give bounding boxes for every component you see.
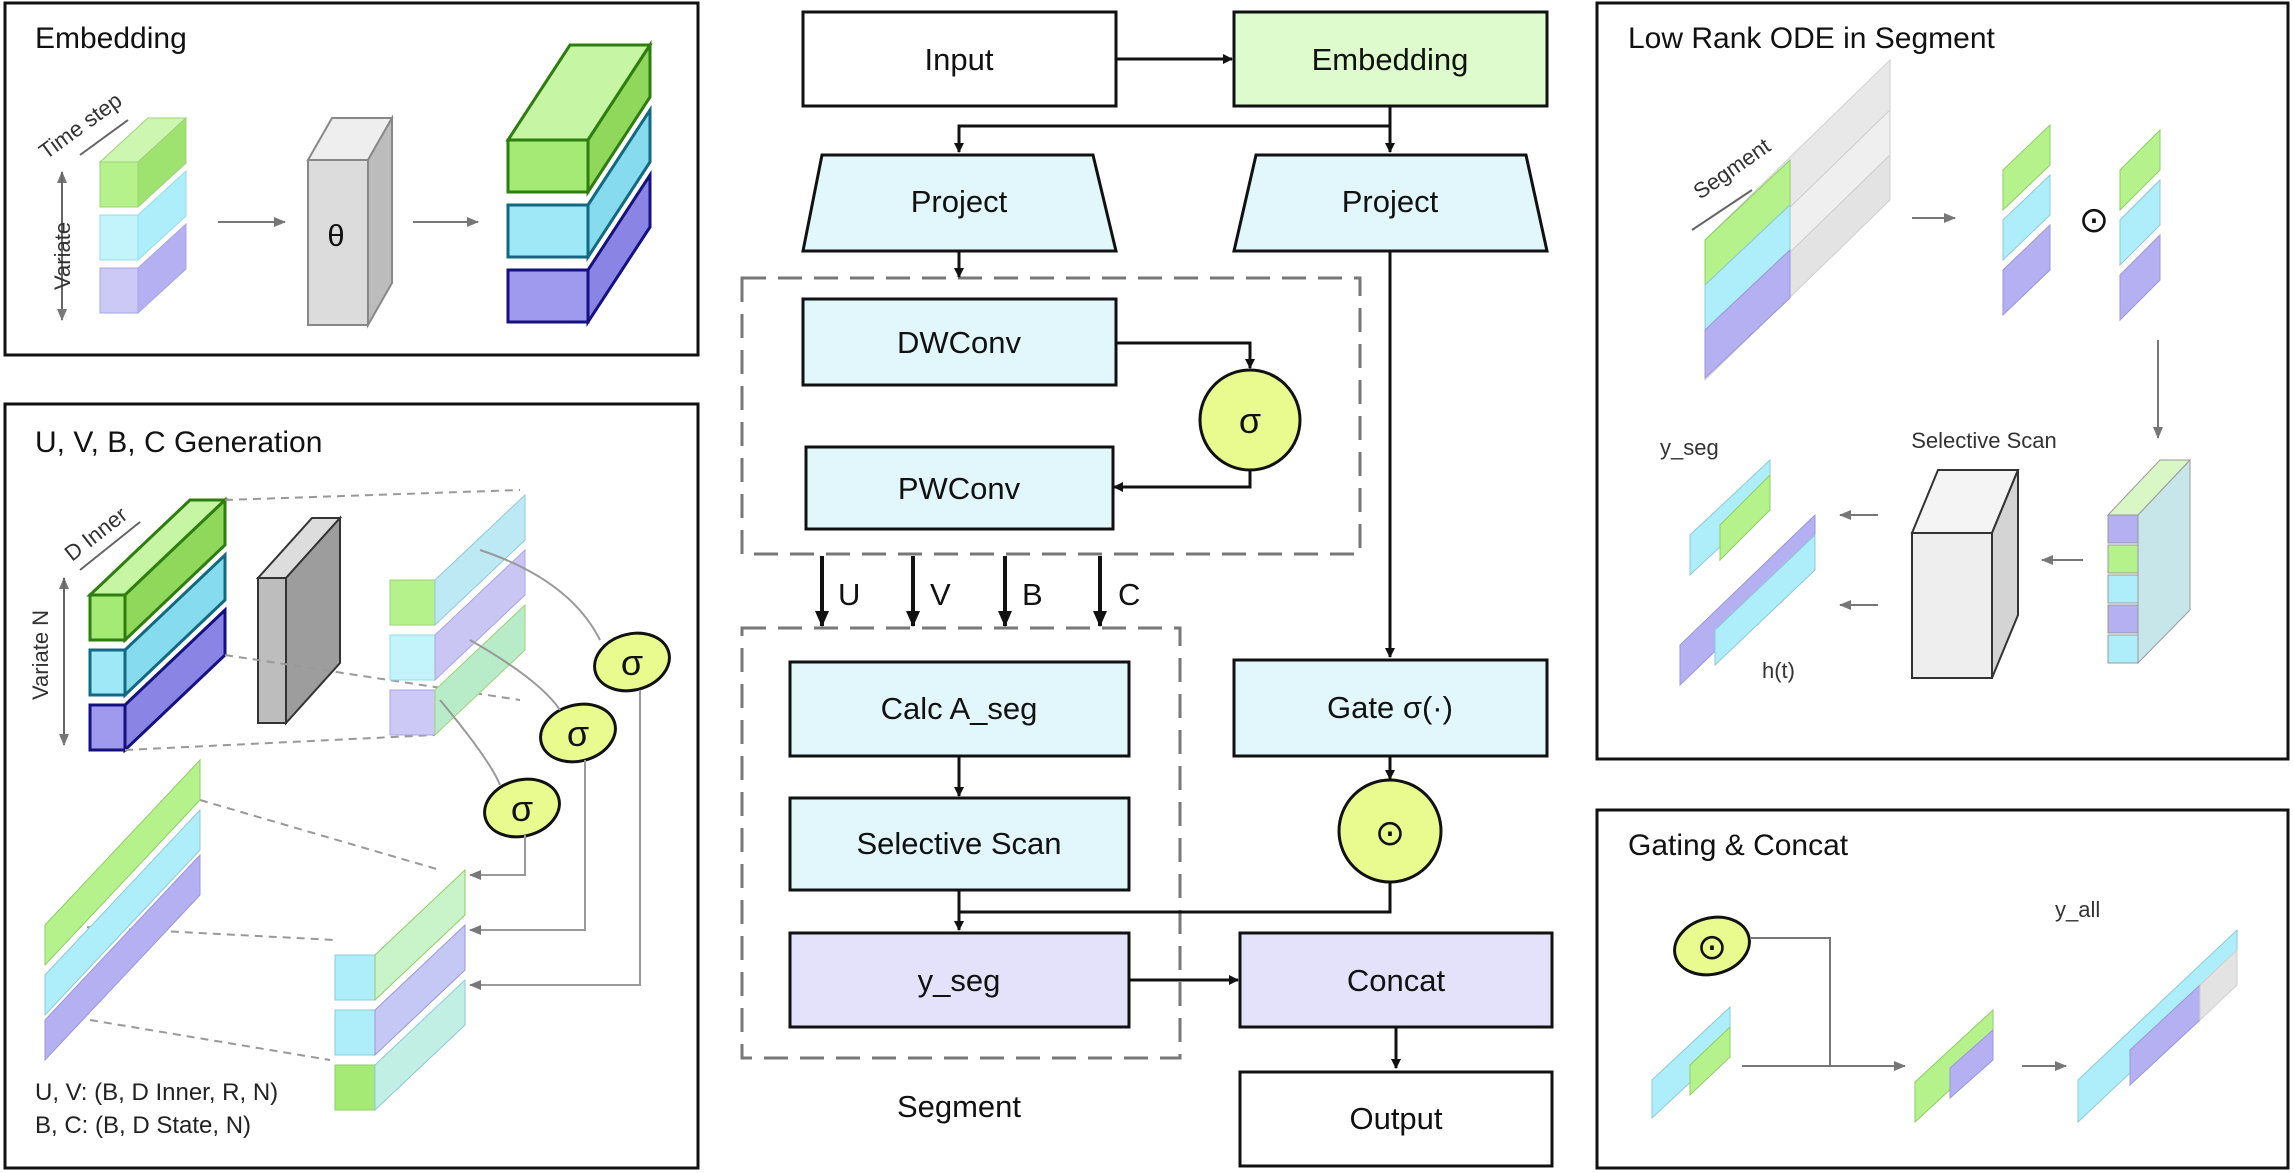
uv-shape-text: U, V: (B, D Inner, R, N) bbox=[35, 1079, 278, 1106]
input-node: Input bbox=[801, 10, 1118, 108]
pwconv-label: PWConv bbox=[898, 471, 1021, 506]
segment-cube-field bbox=[1704, 58, 1891, 382]
output-label: Output bbox=[1349, 1101, 1442, 1136]
y-seg-label: y_seg bbox=[918, 963, 1001, 998]
input-label: Input bbox=[925, 42, 994, 77]
calc-a-seg-label: Calc A_seg bbox=[881, 691, 1038, 726]
gate-label: Gate σ(·) bbox=[1327, 690, 1453, 725]
segment-conv-group bbox=[740, 276, 1362, 556]
v-label: V bbox=[930, 577, 951, 612]
sigma-symbol-2: σ bbox=[567, 713, 589, 754]
gating-odot-symbol: ⊙ bbox=[1697, 926, 1727, 967]
u-label: U bbox=[838, 577, 860, 612]
uv-cube-stack bbox=[389, 493, 526, 737]
gating-panel-title: Gating & Concat bbox=[1628, 829, 1849, 862]
y-all-caption: y_all bbox=[2055, 897, 2100, 922]
project-right-node: Project bbox=[1232, 153, 1549, 253]
bc-right-stack bbox=[334, 868, 466, 1112]
output-node: Output bbox=[1238, 1070, 1554, 1168]
concat-node: Concat bbox=[1238, 931, 1554, 1029]
gating-panel: Gating & Concat ⊙ y_all bbox=[1595, 808, 2290, 1170]
variate-label: Variate bbox=[50, 222, 75, 290]
embedding-panel: Embedding Variate Time step θ bbox=[3, 1, 700, 357]
segment-scan-group bbox=[740, 626, 1182, 1060]
variate-n-label: Variate N bbox=[28, 610, 53, 700]
bc-left-stack bbox=[44, 758, 201, 1062]
uvbc-panel: U, V, B, C Generation Variate N D Inner bbox=[3, 402, 700, 1170]
project-right-label: Project bbox=[1342, 184, 1439, 219]
concat-label: Concat bbox=[1347, 963, 1446, 998]
theta-symbol: θ bbox=[327, 218, 344, 253]
embedding-label: Embedding bbox=[1312, 42, 1469, 77]
selective-scan-node: Selective Scan bbox=[788, 796, 1131, 892]
state-matrix bbox=[2106, 458, 2192, 665]
theta-block: θ bbox=[306, 114, 394, 329]
h-t-caption: h(t) bbox=[1762, 658, 1795, 683]
h-t-output-row bbox=[1679, 513, 1816, 687]
sigma-ellipse-2: σ bbox=[539, 702, 617, 764]
sigma-node: σ bbox=[1198, 368, 1302, 472]
input-cube-stack bbox=[98, 116, 188, 315]
sigma-ellipse-1: σ bbox=[593, 631, 671, 693]
uvbc-panel-title: U, V, B, C Generation bbox=[35, 426, 322, 459]
gating-input-column bbox=[1651, 1005, 1731, 1120]
sigma-symbol-3: σ bbox=[511, 788, 533, 829]
selective-scan-block bbox=[1910, 469, 2020, 679]
y-seg-node: y_seg bbox=[788, 931, 1131, 1029]
project-left-label: Project bbox=[911, 184, 1008, 219]
dwconv-label: DWConv bbox=[897, 325, 1022, 360]
selective-scan-caption: Selective Scan bbox=[1911, 428, 2057, 453]
low-rank-panel-title: Low Rank ODE in Segment bbox=[1628, 22, 1996, 55]
sigma-symbol-1: σ bbox=[621, 642, 643, 683]
dwconv-node: DWConv bbox=[801, 297, 1118, 387]
embedding-panel-title: Embedding bbox=[35, 22, 187, 55]
low-rank-panel: Low Rank ODE in Segment Segment ⊙ bbox=[1595, 1, 2290, 761]
odot-symbol: ⊙ bbox=[2079, 199, 2109, 240]
gate-node: Gate σ(·) bbox=[1232, 658, 1549, 758]
odot-right-column bbox=[2119, 128, 2161, 322]
b-label: B bbox=[1022, 577, 1043, 612]
gating-result-column bbox=[1914, 1008, 1994, 1124]
gating-lines bbox=[1742, 937, 2067, 1071]
bc-shape-text: B, C: (B, D State, N) bbox=[35, 1112, 251, 1139]
uvbc-arrows: U V B C bbox=[815, 556, 1140, 627]
odot-node: ⊙ bbox=[1337, 778, 1443, 884]
project-left-node: Project bbox=[801, 153, 1118, 253]
odot-node-symbol: ⊙ bbox=[1375, 812, 1405, 853]
calc-a-seg-node: Calc A_seg bbox=[788, 660, 1131, 758]
embedded-cube-stack bbox=[505, 39, 653, 328]
odot-left-column bbox=[2002, 123, 2051, 317]
sigma-node-symbol: σ bbox=[1239, 400, 1261, 441]
segment-label: Segment bbox=[897, 1089, 1021, 1124]
sigma-ellipse-3: σ bbox=[483, 777, 561, 839]
y-seg-caption: y_seg bbox=[1660, 435, 1719, 460]
y-seg-output-row bbox=[1689, 458, 1771, 577]
c-label: C bbox=[1118, 577, 1140, 612]
y-all-row bbox=[2077, 928, 2238, 1124]
pwconv-node: PWConv bbox=[804, 445, 1115, 531]
embedding-node: Embedding bbox=[1232, 10, 1549, 108]
gating-odot-ellipse: ⊙ bbox=[1673, 915, 1751, 977]
projection-layer-block bbox=[255, 515, 343, 726]
sigma-curves bbox=[439, 549, 641, 990]
selective-scan-label: Selective Scan bbox=[856, 826, 1061, 861]
